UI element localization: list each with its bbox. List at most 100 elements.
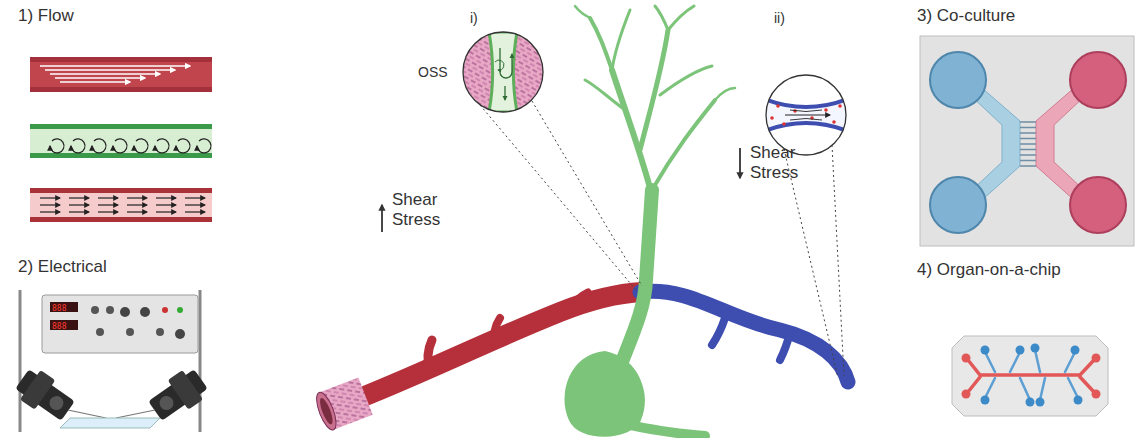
patch-clamp-rig xyxy=(50,320,78,330)
co-culture-chip xyxy=(1020,132,1036,134)
patch-clamp-rig xyxy=(50,302,78,312)
artery xyxy=(313,390,340,432)
laminar-flow-tube xyxy=(30,57,212,92)
co-culture-chip xyxy=(1070,177,1126,233)
patch-clamp-rig xyxy=(60,418,160,428)
oscillatory-flow-tube xyxy=(50,139,64,153)
stenosis-inset xyxy=(838,104,842,108)
stenosis-inset xyxy=(782,122,786,126)
oss-inset xyxy=(463,32,543,112)
patch-clamp-rig xyxy=(116,410,155,418)
organ-chip xyxy=(981,344,1083,407)
uniform-flow-tube xyxy=(40,211,60,212)
organ-chip xyxy=(1036,398,1045,407)
uniform-flow-tube xyxy=(98,211,118,212)
patch-clamp-rig: 888 xyxy=(52,322,67,331)
organ-chip xyxy=(985,378,1078,400)
co-culture-chip xyxy=(1020,138,1036,140)
neuron xyxy=(618,190,652,372)
organ-chip xyxy=(962,354,971,363)
inset-number: ii) xyxy=(774,10,785,27)
artery xyxy=(494,318,500,345)
oss-inset xyxy=(463,32,543,112)
laminar-flow-tube xyxy=(40,65,190,66)
co-culture-chip xyxy=(1020,154,1036,156)
artery xyxy=(570,292,588,310)
organ-chip xyxy=(952,336,1108,416)
oss-inset xyxy=(463,32,543,112)
panel-heading: 2) Electrical xyxy=(18,257,107,277)
patch-clamp-rig xyxy=(68,410,106,418)
artery xyxy=(313,377,373,432)
patch-clamp-rig xyxy=(140,307,150,317)
co-culture-chip xyxy=(920,36,1134,246)
laminar-flow-tube xyxy=(30,62,212,87)
neuron xyxy=(585,80,625,110)
artery xyxy=(318,397,336,426)
co-culture-chip xyxy=(1070,52,1126,108)
organ-chip xyxy=(1071,346,1080,355)
oscillatory-flow-tube xyxy=(30,124,212,158)
laminar-flow-tube xyxy=(50,73,160,74)
stenosis-inset xyxy=(770,116,774,120)
organ-chip xyxy=(981,396,990,405)
co-culture-chip xyxy=(1020,121,1036,123)
increase-arrow xyxy=(381,205,383,232)
neuron xyxy=(630,425,705,436)
patch-clamp-rig xyxy=(162,307,168,313)
inset-label: OSS xyxy=(418,64,448,81)
shear-stress-label: Shear Stress xyxy=(392,190,454,231)
patch-clamp-rig xyxy=(91,306,99,314)
uniform-flow-tube xyxy=(185,204,205,205)
stenosis-inset xyxy=(785,114,830,115)
vein xyxy=(712,318,725,345)
stenosis-inset xyxy=(762,98,850,132)
organ-chip xyxy=(962,354,1101,399)
co-culture-chip xyxy=(1020,122,1036,166)
panel-heading: 3) Co-culture xyxy=(917,6,1015,26)
uniform-flow-tube xyxy=(69,197,89,198)
leader-line xyxy=(480,105,636,290)
uniform-flow-tube xyxy=(69,211,89,212)
oss-inset xyxy=(500,48,512,78)
stenosis-inset xyxy=(762,98,850,107)
co-culture-chip xyxy=(1020,143,1036,145)
patch-clamp-rig xyxy=(42,295,198,353)
oscillatory-flow-tube xyxy=(30,129,212,153)
co-culture-chip xyxy=(930,177,986,233)
neuron xyxy=(715,88,735,100)
uniform-flow-tube xyxy=(40,204,60,205)
vein xyxy=(640,291,848,382)
oscillatory-flow-tube xyxy=(197,139,211,153)
organ-chip xyxy=(968,360,1094,375)
uniform-flow-tube xyxy=(40,198,205,212)
uniform-flow-tube xyxy=(185,211,205,212)
patch-clamp-rig xyxy=(148,369,208,421)
organ-chip xyxy=(952,336,1108,416)
patch-clamp-rig xyxy=(96,328,104,336)
oscillatory-flow-tube xyxy=(71,139,85,153)
stenosis-inset xyxy=(776,104,780,108)
oscillatory-flow-tube xyxy=(113,139,127,153)
organ-chip xyxy=(968,350,1094,400)
organ-chip xyxy=(981,346,990,355)
uniform-flow-tube xyxy=(156,197,176,198)
uniform-flow-tube xyxy=(127,211,147,212)
uniform-flow-tube xyxy=(127,197,147,198)
oscillatory-flow-tube xyxy=(155,139,169,153)
co-culture-chip xyxy=(1020,165,1036,167)
neuron xyxy=(575,6,590,18)
neuron xyxy=(655,6,668,30)
patch-clamp-rig xyxy=(15,369,75,421)
oscillatory-flow-tube xyxy=(50,139,211,153)
organ-chip xyxy=(1016,346,1025,355)
uniform-flow-tube xyxy=(98,197,118,198)
oscillatory-flow-tube xyxy=(30,124,212,158)
oscillatory-flow-tube xyxy=(134,139,148,153)
patch-clamp-rig xyxy=(157,393,176,412)
organ-chip xyxy=(1031,344,1040,353)
patch-clamp-rig xyxy=(145,364,212,426)
uniform-flow-tube xyxy=(156,204,176,205)
uniform-flow-tube xyxy=(98,204,118,205)
